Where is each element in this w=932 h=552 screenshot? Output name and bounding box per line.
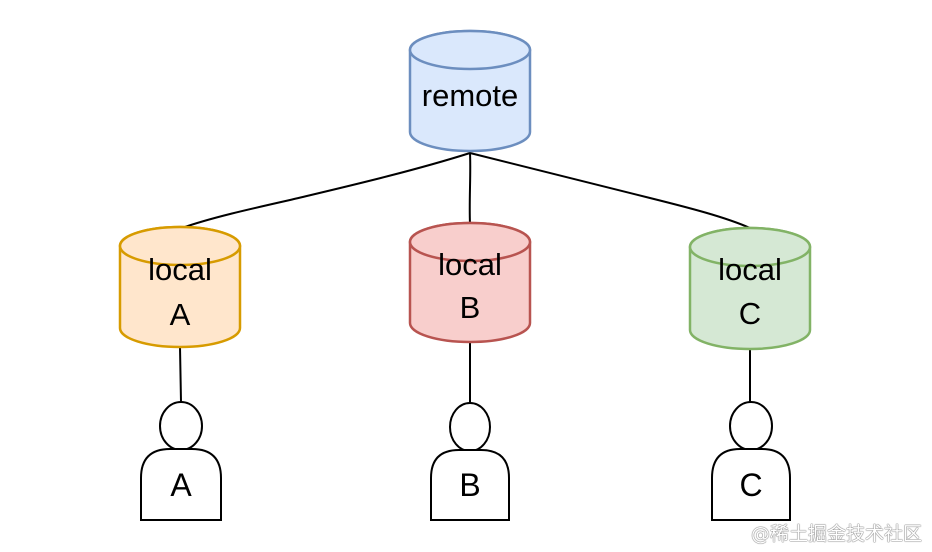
user-a-head-icon: [159, 401, 203, 451]
local-b-label-line2: B: [460, 290, 481, 325]
user-c-head-icon: [729, 401, 773, 451]
remote-cylinder-top: [408, 29, 532, 71]
local-a-database[interactable]: local A: [118, 225, 242, 349]
local-b-cylinder-top: [408, 221, 532, 263]
user-b-body-icon: [430, 449, 510, 521]
user-b-label: B: [459, 467, 480, 503]
remote-label: remote: [422, 78, 518, 113]
watermark: @稀土掘金技术社区: [750, 523, 922, 545]
local-c-label-line2: C: [739, 296, 761, 331]
user-c[interactable]: C: [711, 401, 791, 521]
local-a-cylinder-top: [118, 225, 242, 267]
connector-remote-to-local-b: [468, 152, 472, 225]
user-a-label: A: [170, 467, 192, 503]
connectors: [179, 152, 751, 405]
local-c-cylinder-top: [688, 226, 812, 268]
connector-remote-to-local-a: [181, 152, 471, 229]
connector-local-a-to-user-a: [179, 346, 182, 403]
user-c-label: C: [739, 467, 762, 503]
local-b-label-line1: local: [438, 247, 502, 282]
local-c-database[interactable]: local C: [688, 226, 812, 351]
user-a[interactable]: A: [140, 401, 222, 521]
local-b-database[interactable]: local B: [408, 221, 532, 344]
connector-remote-to-local-c: [469, 152, 751, 229]
user-b[interactable]: B: [430, 402, 510, 521]
user-c-body-icon: [711, 448, 791, 521]
user-b-head-icon: [449, 402, 491, 452]
remote-database[interactable]: remote: [408, 29, 532, 153]
user-a-body-icon: [140, 448, 222, 521]
local-c-label-line1: local: [718, 252, 782, 287]
local-a-label-line2: A: [170, 297, 191, 332]
local-a-label-line1: local: [148, 252, 212, 287]
